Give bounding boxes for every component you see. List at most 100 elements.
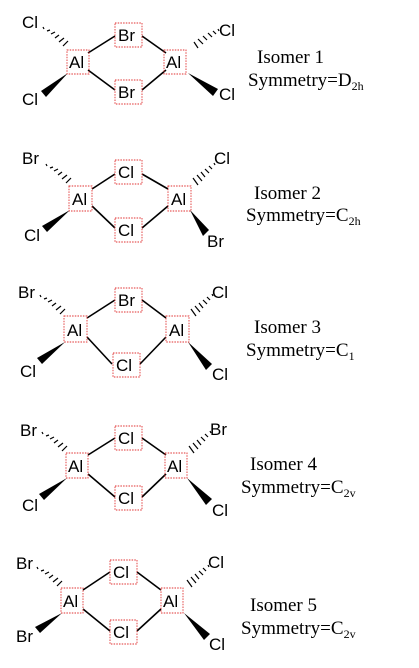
atom-label: Br xyxy=(118,26,135,45)
ring-bond xyxy=(91,173,116,190)
wedge-bond xyxy=(42,210,70,232)
atom-label: Cl xyxy=(118,489,134,508)
atom-label: Al xyxy=(67,321,82,340)
wedge-bond xyxy=(184,613,210,640)
hashed-bond xyxy=(45,163,72,184)
ring-bond xyxy=(86,299,116,319)
atom-box xyxy=(167,185,192,212)
symmetry-label: Symmetry=C2h xyxy=(246,205,361,228)
atom-box xyxy=(114,485,143,511)
atom-label: Cl xyxy=(219,21,235,40)
atom-label: Cl xyxy=(113,563,129,582)
symmetry-label: Symmetry=D2h xyxy=(248,70,364,93)
isomer-3: Al Al Br Cl Br Cl Cl Cl Isomer 3 Symmetr… xyxy=(18,283,355,384)
atom-label: Br xyxy=(207,232,224,251)
isomer-caption: Isomer 2 xyxy=(254,183,321,204)
ring-bond xyxy=(91,205,116,229)
wedge-bond xyxy=(35,613,62,633)
atom-label: Al xyxy=(72,190,87,209)
wedge-bond xyxy=(188,73,218,96)
atom-label: Cl xyxy=(113,623,129,642)
atom-label: Br xyxy=(22,149,39,168)
atom-label: Cl xyxy=(118,163,134,182)
atom-label: Cl xyxy=(24,226,40,245)
hashed-bond xyxy=(41,431,68,452)
wedge-bond xyxy=(39,478,67,500)
atom-label: Cl xyxy=(219,85,235,104)
ring-bond xyxy=(82,571,111,591)
atom-label: Br xyxy=(16,627,33,646)
atom-box xyxy=(114,287,143,313)
atom-label: Cl xyxy=(22,13,38,32)
wedge-bond xyxy=(190,210,209,236)
atom-label: Cl xyxy=(212,283,228,302)
atom-box xyxy=(109,559,138,585)
ring-bond xyxy=(141,205,169,229)
atom-label: Cl xyxy=(118,429,134,448)
atom-box xyxy=(66,49,90,75)
hashed-bond xyxy=(36,566,63,587)
isomer-caption: Isomer 3 xyxy=(254,317,321,338)
atom-box xyxy=(114,159,143,185)
atom-box xyxy=(63,315,88,343)
ring-bond xyxy=(141,35,167,54)
ring-bond xyxy=(82,608,111,632)
hashed-bond xyxy=(42,26,69,47)
atom-box xyxy=(114,79,143,105)
atom-box xyxy=(65,452,89,479)
atom-label: Cl xyxy=(20,362,36,381)
atom-label: Cl xyxy=(116,356,132,375)
ring-bond xyxy=(136,608,162,632)
wedge-bond xyxy=(41,73,68,97)
symmetry-label: Symmetry=C1 xyxy=(246,340,355,363)
atom-label: Cl xyxy=(118,221,134,240)
ring-bond xyxy=(136,571,162,591)
atom-box xyxy=(112,352,141,378)
atom-box xyxy=(68,185,93,212)
ring-bond xyxy=(87,69,116,91)
hashed-bond xyxy=(192,162,216,186)
hashed-bond xyxy=(186,564,210,588)
ring-bond xyxy=(139,336,167,365)
wedge-bond xyxy=(37,342,65,364)
symmetry-label: Symmetry=C2v xyxy=(241,618,356,641)
atom-label: Cl xyxy=(214,149,230,168)
atom-label: Al xyxy=(166,53,181,72)
atom-label: Br xyxy=(118,291,135,310)
atom-label: Al xyxy=(163,592,178,611)
atom-box xyxy=(114,425,143,451)
atom-box xyxy=(165,315,190,343)
atom-label: Cl xyxy=(22,496,38,515)
atom-label: Cl xyxy=(209,635,225,654)
wedge-bond xyxy=(187,478,212,505)
ring-bond xyxy=(141,173,169,190)
atom-label: Al xyxy=(63,592,78,611)
atom-box xyxy=(114,217,143,243)
ring-bond xyxy=(87,473,116,498)
atom-label: Br xyxy=(118,83,135,102)
atom-box xyxy=(163,49,187,75)
ring-bond xyxy=(86,336,113,365)
atom-label: Al xyxy=(68,457,83,476)
ring-bond xyxy=(87,35,116,54)
atom-label: Cl xyxy=(208,553,224,572)
atom-label: Br xyxy=(210,420,227,439)
isomer-caption: Isomer 4 xyxy=(250,454,318,475)
symmetry-label: Symmetry=C2v xyxy=(241,477,356,500)
atom-label: Br xyxy=(18,283,35,302)
ring-bond xyxy=(87,437,116,456)
ring-bond xyxy=(141,69,167,91)
atom-label: Al xyxy=(69,53,84,72)
ring-bond xyxy=(141,299,167,319)
atom-label: Br xyxy=(16,554,33,573)
isomer-caption: Isomer 5 xyxy=(250,595,317,616)
atom-label: Al xyxy=(169,321,184,340)
atom-box xyxy=(114,22,143,48)
hashed-bond xyxy=(190,293,214,317)
atom-label: Cl xyxy=(22,90,38,109)
isomer-2: Al Al Cl Cl Br Cl Cl Br Isomer 2 Symmetr… xyxy=(22,149,361,251)
atom-label: Cl xyxy=(212,501,228,520)
isomer-caption: Isomer 1 xyxy=(257,47,324,68)
atom-label: Al xyxy=(171,190,186,209)
